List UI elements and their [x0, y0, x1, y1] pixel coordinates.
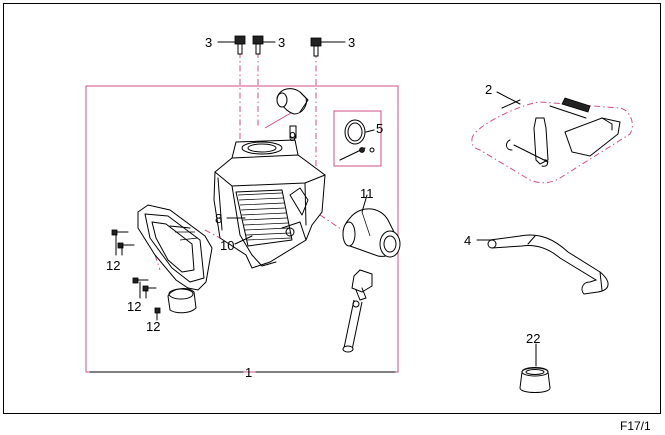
drain-tube — [342, 269, 373, 353]
screw-12a — [111, 229, 129, 236]
callout-2: 2 — [485, 82, 492, 97]
air-cleaner-case — [213, 139, 326, 269]
callout-12c: 12 — [146, 319, 160, 334]
callout-3a: 3 — [205, 35, 212, 50]
diagram-frame — [3, 3, 661, 414]
filter-element-grille — [235, 189, 293, 247]
callout-3b: 3 — [278, 35, 285, 50]
callout-11: 11 — [360, 186, 374, 201]
tool-kit-2 — [471, 97, 633, 184]
collar-22 — [519, 367, 551, 393]
callout-10: 10 — [220, 238, 234, 253]
callout-9: 9 — [289, 129, 296, 144]
callout-4: 4 — [464, 233, 471, 248]
air-cleaner-cover — [137, 204, 213, 291]
small-cap — [167, 288, 197, 314]
screw-3a — [217, 35, 246, 55]
hose-4 — [487, 234, 609, 295]
callout-12a: 12 — [106, 258, 120, 273]
intake-elbow-9 — [276, 88, 309, 139]
screw-12c — [132, 277, 149, 284]
screw-12b — [117, 242, 135, 249]
callout-5: 5 — [376, 121, 383, 136]
page-reference: F17/1 — [620, 419, 651, 433]
leader-lines — [89, 91, 537, 373]
callout-12b: 12 — [127, 299, 141, 314]
connecting-tube-11 — [342, 208, 401, 258]
callout-1: 1 — [245, 365, 252, 380]
screw-12e — [154, 307, 161, 321]
callout-8: 8 — [215, 211, 222, 226]
callout-22: 22 — [526, 331, 540, 346]
screw-3b — [252, 35, 276, 55]
callout-3c: 3 — [348, 35, 355, 50]
assembly-box-5 — [333, 110, 382, 167]
screw-3c — [310, 37, 346, 57]
hose-clamp-5 — [339, 119, 375, 161]
screw-12d — [142, 285, 157, 292]
